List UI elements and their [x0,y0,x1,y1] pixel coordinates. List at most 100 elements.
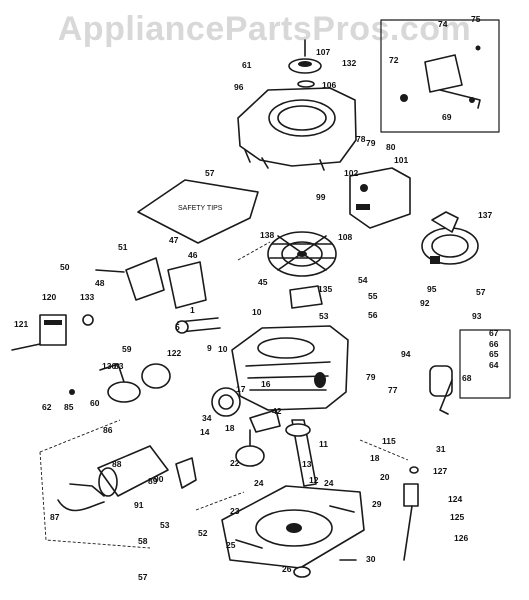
part-label: 132 [342,58,356,68]
part-label: 89 [148,476,158,486]
part-label: 95 [427,284,437,294]
part-label: 92 [420,298,430,308]
part-label: 99 [316,192,326,202]
part-label: 55 [368,291,378,301]
part-label: 18 [370,453,380,463]
part-label: 74 [438,19,448,29]
part-label: 120 [42,292,56,302]
part-label: 29 [372,499,382,509]
camshaft-gear [211,387,265,467]
air-filter-plate: SAFETY TIPS [137,179,259,244]
part-label: 57 [476,287,486,297]
part-label: 101 [394,155,408,165]
part-label: 57 [205,168,215,178]
filter-plate-text: SAFETY TIPS [178,205,223,212]
part-label: 23 [230,506,240,516]
part-label: 138 [260,230,274,240]
part-label: 122 [167,348,181,358]
part-label: 127 [433,466,447,476]
part-label: 66 [489,339,499,349]
part-label: 60 [90,398,100,408]
part-label: 85 [64,402,74,412]
part-label: 14 [200,427,210,437]
part-label: 72 [389,55,399,65]
part-label: 136 [102,361,116,371]
watermark: AppliancePartsPros.com [57,10,472,48]
part-label: 17 [236,384,246,394]
part-label: 59 [122,344,132,354]
part-label: 87 [50,512,60,522]
part-label: 10 [252,307,262,317]
part-label: 54 [358,275,368,285]
control-bracket-inset [380,19,500,133]
part-label: 107 [316,47,330,57]
part-label: 69 [442,112,452,122]
part-label: 68 [462,373,472,383]
crankshaft [249,409,317,487]
part-label: 53 [319,311,329,321]
crankcase-cover [221,485,365,578]
part-label: 80 [386,142,396,152]
carburetor-parts [11,257,207,351]
part-label: 65 [489,349,499,359]
part-label: 108 [338,232,352,242]
part-label: 24 [324,478,334,488]
cylinder-block [231,325,349,411]
part-label: 78 [356,134,366,144]
part-label: 58 [138,536,148,546]
part-label: 83 [114,361,124,371]
flywheel [267,231,337,277]
leader-lines [39,241,409,549]
fuel-tank-cover [349,167,411,229]
part-label: 94 [401,349,411,359]
part-label: 64 [489,360,499,370]
valve-assembly [175,285,323,334]
recoil-starter [421,211,479,265]
part-label: 115 [382,436,396,446]
part-label: 50 [60,262,70,272]
part-label: 57 [138,572,148,582]
part-label: 79 [366,372,376,382]
breather-assembly [69,363,171,403]
part-label: 121 [14,319,28,329]
part-label: 16 [261,379,271,389]
part-label: 90 [154,474,164,484]
part-label: 124 [448,494,462,504]
part-label: 20 [380,472,390,482]
part-label: 88 [112,459,122,469]
fuel-filter [429,329,511,415]
part-label: 133 [80,292,94,302]
part-label: 102 [344,168,358,178]
part-label: 42 [272,406,282,416]
part-label: 135 [318,284,332,294]
rotating-screen [288,39,322,88]
part-label: 91 [134,500,144,510]
part-label: 75 [471,14,481,24]
part-label: 25 [226,540,236,550]
part-label: 86 [103,425,113,435]
part-label: 53 [160,520,170,530]
part-label: 48 [95,278,105,288]
muffler [57,445,197,512]
part-label: 31 [436,444,446,454]
part-label: 30 [366,554,376,564]
part-label: 79 [366,138,376,148]
part-label: 137 [478,210,492,220]
part-label: 9 [207,343,212,353]
part-label: 62 [42,402,52,412]
part-label: 52 [198,528,208,538]
part-label: 56 [368,310,378,320]
part-label: 22 [230,458,240,468]
part-label: 126 [454,533,468,543]
part-label: 12 [309,475,319,485]
part-label: 18 [225,423,235,433]
part-label: 24 [254,478,264,488]
part-label: 106 [322,80,336,90]
part-label: 45 [258,277,268,287]
part-label: 46 [188,250,198,260]
oil-dipstick [403,466,419,561]
part-label: 67 [489,328,499,338]
